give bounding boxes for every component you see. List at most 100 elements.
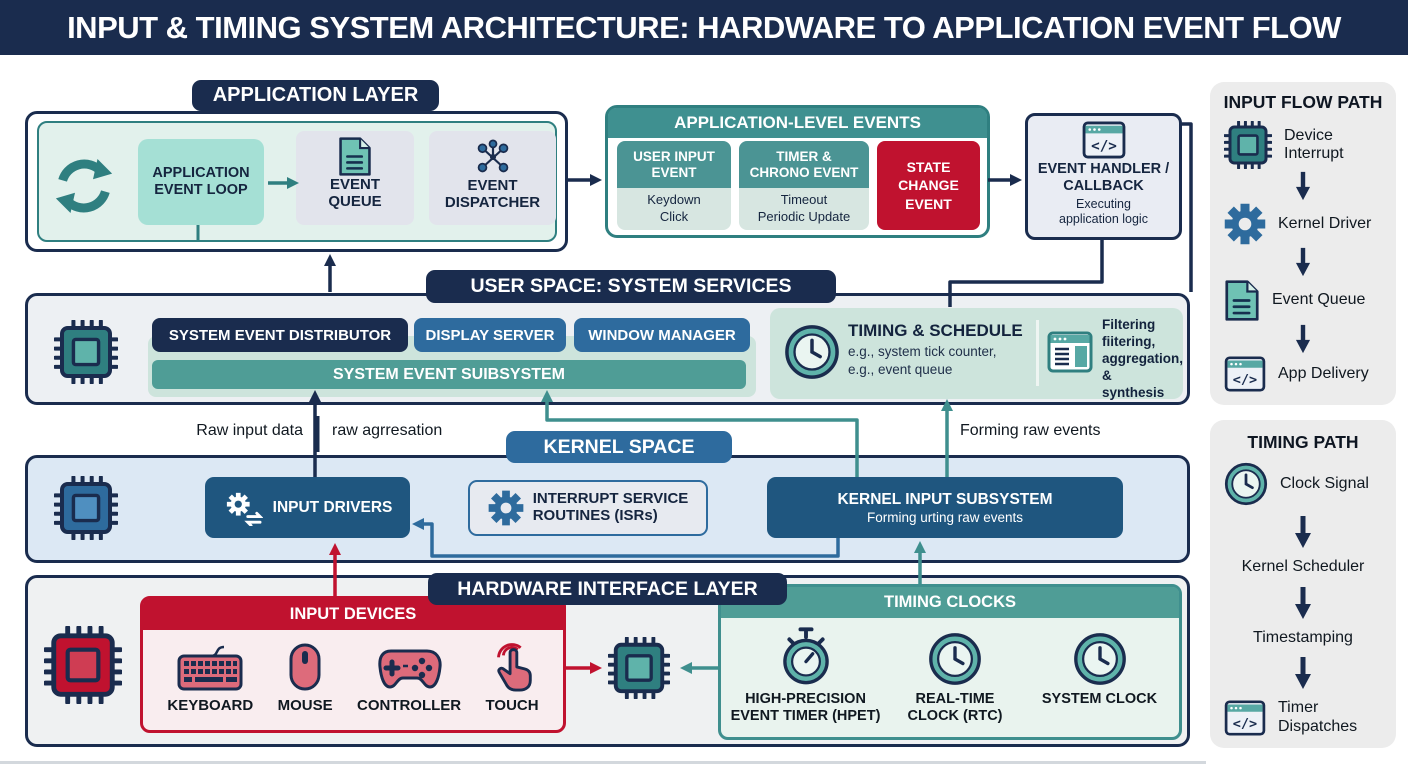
user-input-event-example-1: Keydown — [647, 192, 701, 208]
isr-label: INTERRUPT SERVICE ROUTINES (ISRs) — [532, 490, 689, 525]
input-flow-step-label: Device Interrupt — [1284, 126, 1344, 162]
timing-path-panel: TIMING PATH Clock Signal Kernel Schedule… — [1210, 420, 1396, 748]
mouse-label: MOUSE — [277, 697, 333, 714]
clock-icon — [1073, 632, 1127, 686]
application-layer-header-label: APPLICATION LAYER — [212, 84, 419, 106]
input-flow-step-label: Event Queue — [1272, 291, 1366, 309]
keyboard-label: KEYBOARD — [167, 697, 254, 714]
timer-chrono-event-example-2: Periodic Update — [757, 209, 851, 224]
hardware-layer-header-label: HARDWARE INTERFACE LAYER — [457, 577, 758, 600]
gear-icon — [1224, 203, 1266, 245]
hardware-layer-header: HARDWARE INTERFACE LAYER — [428, 573, 787, 605]
user-input-event-card: USER INPUT EVENT Keydown Click — [617, 141, 731, 230]
down-arrow-icon — [1294, 324, 1312, 354]
forming-raw-events-label: Forming raw events — [960, 422, 1101, 440]
kernel-input-subsystem-box: KERNEL INPUT SUBSYSTEM Forming urting ra… — [767, 477, 1123, 538]
title-bar: INPUT & TIMING SYSTEM ARCHITECTURE: HARD… — [0, 0, 1408, 55]
bottom-divider — [0, 761, 1206, 764]
code-window-icon — [1224, 356, 1266, 392]
clock-icon — [928, 632, 982, 686]
application-level-events-header: APPLICATION-LEVEL EVENTS — [608, 108, 987, 138]
timing-schedule-panel — [770, 308, 1183, 399]
input-flow-step-kernel-driver: Kernel Driver — [1210, 203, 1396, 245]
input-devices-header-label: INPUT DEVICES — [289, 605, 417, 623]
touch-label: TOUCH — [485, 697, 539, 714]
clock-rtc: REAL-TIME CLOCK (RTC) — [890, 626, 1020, 724]
system-event-subsystem-label: SYSTEM EVENT SUIBSYSTEM — [332, 365, 566, 383]
document-icon — [338, 136, 372, 177]
kernel-space-header: KERNEL SPACE — [506, 431, 732, 463]
isr-label-line1: INTERRUPT SERVICE — [532, 490, 689, 508]
input-flow-step-label: App Delivery — [1278, 364, 1369, 382]
timing-path-title: TIMING PATH — [1247, 432, 1359, 452]
isr-box: INTERRUPT SERVICE ROUTINES (ISRs) — [468, 480, 708, 536]
timing-clocks-row: HIGH-PRECISION EVENT TIMER (HPET) REAL-T… — [721, 618, 1179, 724]
event-queue-label: EVENT QUEUE — [328, 176, 382, 210]
application-layer-header: APPLICATION LAYER — [192, 80, 439, 111]
clock-icon — [784, 324, 840, 380]
timing-step-timer-dispatches: Timer Dispatches — [1210, 699, 1396, 736]
hpet-label: HIGH-PRECISION EVENT TIMER (HPET) — [730, 691, 881, 724]
window-manager-label: WINDOW MANAGER — [588, 326, 736, 344]
forming-raw-events-text: Forming raw events — [960, 422, 1101, 439]
timing-clocks-header-label: TIMING CLOCKS — [884, 593, 1016, 611]
input-devices-row: KEYBOARD MOUSE CONTROLLER TOUCH — [143, 630, 563, 714]
system-clock-label: SYSTEM CLOCK — [1041, 691, 1158, 707]
timing-clocks-panel: TIMING CLOCKS HIGH-PRECISION EVENT TIMER… — [718, 584, 1182, 740]
input-drivers-box: INPUT DRIVERS — [205, 477, 410, 538]
keyboard-icon — [177, 644, 243, 692]
down-arrow-icon — [1294, 171, 1312, 201]
chip-icon — [608, 637, 670, 699]
raw-aggregation-label: raw agrresation — [332, 422, 442, 440]
down-arrow-icon — [1293, 515, 1313, 549]
chip-icon — [1224, 121, 1272, 169]
display-server-pill: DISPLAY SERVER — [414, 318, 566, 352]
system-event-distributor-label: SYSTEM EVENT DISTRIBUTOR — [168, 326, 392, 344]
timer-chrono-event-title-label: TIMER & CHRONO EVENT — [749, 148, 859, 180]
gear-sync-icon — [223, 490, 263, 526]
timing-step-label: Clock Signal — [1280, 474, 1369, 492]
application-level-events-header-label: APPLICATION-LEVEL EVENTS — [674, 113, 921, 132]
timing-step-kernel-scheduler: Kernel Scheduler — [1241, 558, 1365, 576]
raw-input-data-text: Raw input data — [196, 422, 303, 439]
rtc-label: REAL-TIME CLOCK (RTC) — [907, 691, 1003, 724]
state-change-event-card: STATE CHANGE EVENT — [877, 141, 980, 230]
chip-icon — [54, 476, 118, 540]
timer-chrono-event-example-1: Timeout — [780, 192, 828, 208]
gamepad-icon — [375, 646, 443, 692]
raw-input-data-label: Raw input data — [178, 422, 303, 440]
timing-schedule-title: TIMING & SCHEDULE — [848, 321, 1023, 340]
filtering-line3: aggregation, & — [1102, 350, 1184, 383]
event-loop-cycle-icon — [48, 150, 120, 222]
filtering-line1: Filtering — [1102, 317, 1156, 332]
user-space-header: USER SPACE: SYSTEM SERVICES — [426, 270, 836, 303]
input-flow-step-label: Kernel Driver — [1278, 214, 1372, 232]
window-list-icon — [1047, 331, 1093, 373]
input-flow-path-title: INPUT FLOW PATH — [1223, 92, 1383, 112]
user-input-event-example-2: Click — [659, 209, 689, 224]
timer-chrono-event-title: TIMER & CHRONO EVENT — [739, 141, 869, 188]
timing-schedule-divider — [1036, 320, 1039, 386]
filtering-line2: fiitering, — [1102, 333, 1156, 349]
timing-schedule-line2: e.g., event queue — [848, 361, 953, 377]
clock-system: SYSTEM CLOCK — [1025, 626, 1175, 708]
event-handler-title: EVENT HANDLER / CALLBACK — [1037, 161, 1170, 194]
application-event-loop-label: APPLICATION EVENT LOOP — [152, 164, 250, 198]
system-event-distributor-pill: SYSTEM EVENT DISTRIBUTOR — [152, 318, 408, 352]
display-server-label: DISPLAY SERVER — [425, 326, 555, 344]
raw-aggregation-text: raw agrresation — [332, 422, 443, 439]
timing-step-timestamping: Timestamping — [1253, 628, 1353, 646]
event-handler-subtitle: Executing application logic — [1059, 197, 1148, 227]
device-controller: CONTROLLER — [357, 646, 461, 714]
kernel-space-header-label: KERNEL SPACE — [543, 435, 695, 458]
timing-step-label: Timer Dispatches — [1278, 699, 1358, 735]
timing-schedule-line1: e.g., system tick counter, — [848, 344, 997, 359]
device-mouse: MOUSE — [278, 642, 333, 714]
code-window-icon — [1224, 700, 1266, 736]
kernel-input-subsystem-subtitle: Forming urting raw events — [866, 509, 1024, 525]
stopwatch-icon — [779, 626, 833, 686]
input-devices-panel: INPUT DEVICES KEYBOARD MOUSE CONTROLLER … — [140, 596, 566, 733]
event-queue-card: EVENT QUEUE — [296, 131, 414, 225]
input-flow-step-event-queue: Event Queue — [1210, 279, 1396, 322]
